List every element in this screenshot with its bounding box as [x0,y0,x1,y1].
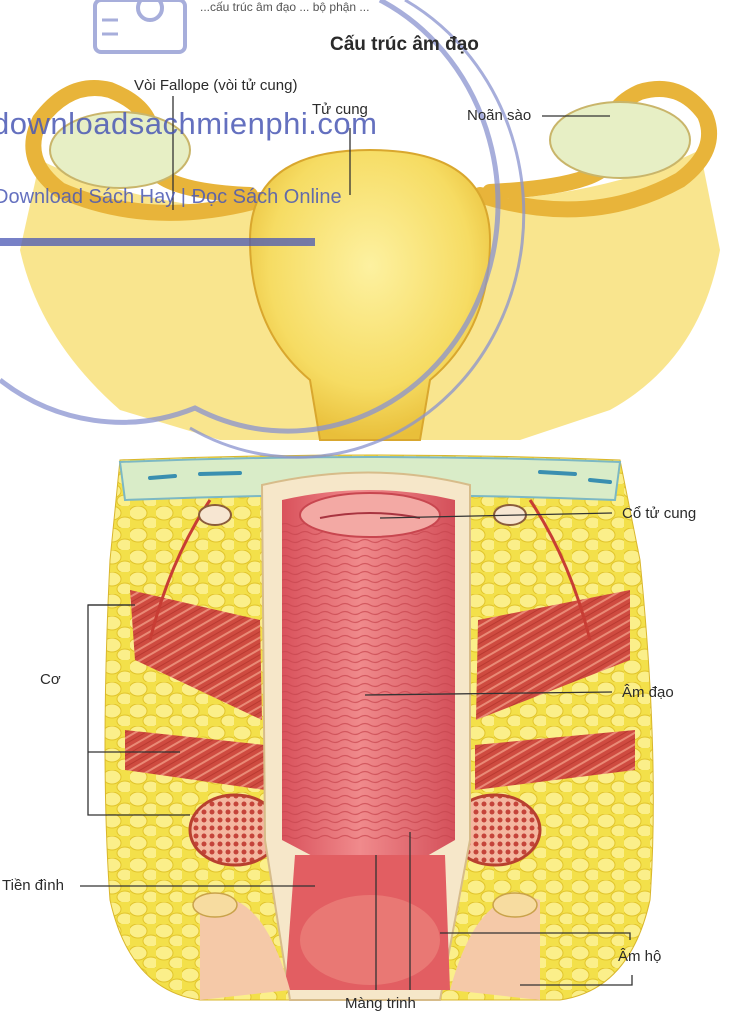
cervix [300,493,440,537]
label-vagina: Âm đạo [622,685,674,700]
label-vulva: Âm hộ [618,949,661,964]
book-at-icon [95,0,185,52]
label-vestibule: Tiền đình [2,878,64,893]
label-ovary: Noãn sào [467,108,531,123]
label-muscle: Cơ [40,672,61,687]
ovary-right [550,102,690,178]
label-uterus: Tử cung [312,102,368,117]
diagram-title: Cấu trúc âm đạo [330,34,479,56]
label-hymen: Màng trinh [345,996,416,1011]
top-text-fragment: ...cấu trúc âm đạo ... bộ phận ... [200,0,369,14]
label-cervix: Cổ tử cung [622,506,696,521]
label-fallopian-tube: Vòi Fallope (vòi tử cung) [134,78,297,93]
watermark-tagline: Download Sách Hay | Đọc Sách Online [0,186,342,209]
